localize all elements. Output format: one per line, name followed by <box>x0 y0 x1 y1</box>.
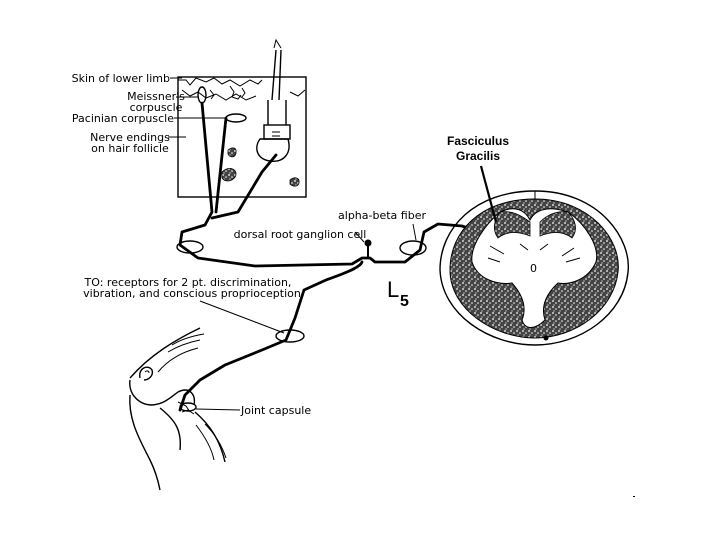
joint-capsule-shape <box>179 402 197 412</box>
joint-nerve-fiber <box>178 260 364 412</box>
fasciculus-label-line2: Gracilis <box>456 149 500 163</box>
alpha-beta-fiber-leader <box>412 223 417 241</box>
thigh-tendon-lines <box>167 333 205 353</box>
knee-front-contour <box>129 379 196 406</box>
pacinian-nerve-fiber <box>214 116 228 214</box>
thigh-contour <box>129 327 201 379</box>
cord-marker-dot <box>543 335 549 341</box>
central-canal-mark: 0 <box>530 262 537 275</box>
fibula-contour <box>195 423 227 461</box>
fiber-section-marker <box>399 240 427 256</box>
patella <box>139 366 154 381</box>
spinal-cord-gray-matter <box>471 208 598 328</box>
fiber-section-marker <box>275 329 305 343</box>
dorsal-column-region <box>539 211 576 239</box>
shin-contour <box>129 394 161 491</box>
fasciculus-label-line1: Fasciculus <box>447 134 509 148</box>
tibia-contour <box>159 407 226 463</box>
meissner-label-line2: corpuscle <box>130 101 183 114</box>
tissue-blob <box>227 147 237 158</box>
pacinian-label: Pacinian corpuscle <box>72 112 174 125</box>
skin-block-frame <box>177 76 307 198</box>
hair-tip <box>273 38 282 49</box>
stray-mark <box>633 496 635 497</box>
receptors-label-line1: TO: receptors for 2 pt. discrimination, <box>84 276 292 289</box>
knee-joint-drawing <box>129 327 227 491</box>
receptors-label-line2: vibration, and conscious proprioception <box>83 287 301 300</box>
hair-follicle-detail <box>272 131 280 137</box>
fasciculus-label-leader <box>479 165 498 223</box>
receptors-label-leader <box>199 300 285 334</box>
joint-capsule-leader <box>195 408 241 411</box>
alpha-beta-fiber-label: alpha-beta fiber <box>338 209 426 222</box>
spinal-level-number: 5 <box>400 293 409 310</box>
hair-shaft <box>271 49 277 101</box>
tissue-blob <box>221 168 237 182</box>
spinal-cord-outline <box>439 190 629 346</box>
dorsal-root-ganglion-leader <box>354 231 365 243</box>
patella-detail <box>144 370 150 374</box>
spinal-cord-cross-section: 0 <box>439 190 629 346</box>
nerve-endings-label-line1: Nerve endings <box>90 131 170 144</box>
skin-label: Skin of lower limb <box>72 72 170 85</box>
dermal-papillae <box>209 85 246 100</box>
joint-detail <box>177 401 195 415</box>
pacinian-corpuscle-shape <box>225 113 247 123</box>
femur-contour <box>157 347 199 373</box>
skin-block <box>177 38 307 198</box>
fiber-section-marker <box>176 240 204 254</box>
dorsal-column-region <box>494 211 531 239</box>
skin-surface-line <box>178 77 263 87</box>
dermis-line <box>181 89 306 101</box>
tissue-blob <box>289 177 300 187</box>
spinal-level-letter: L <box>387 277 399 302</box>
joint-capsule-label: Joint capsule <box>240 404 311 417</box>
nerve-endings-label-line2: on hair follicle <box>91 142 169 155</box>
dorsal-root-ganglion-label: dorsal root ganglion cell <box>234 228 367 241</box>
dorsal-root-ganglion-cell-body <box>364 239 372 247</box>
meissner-label-line1: Meissner's <box>127 90 185 103</box>
hair-shaft <box>278 49 282 101</box>
hair-follicle-wall <box>267 100 287 125</box>
gray-matter-detail <box>487 243 581 263</box>
hair-follicle-nerve-fiber <box>210 153 278 220</box>
sensory-nerve-fiber-main <box>178 101 484 268</box>
